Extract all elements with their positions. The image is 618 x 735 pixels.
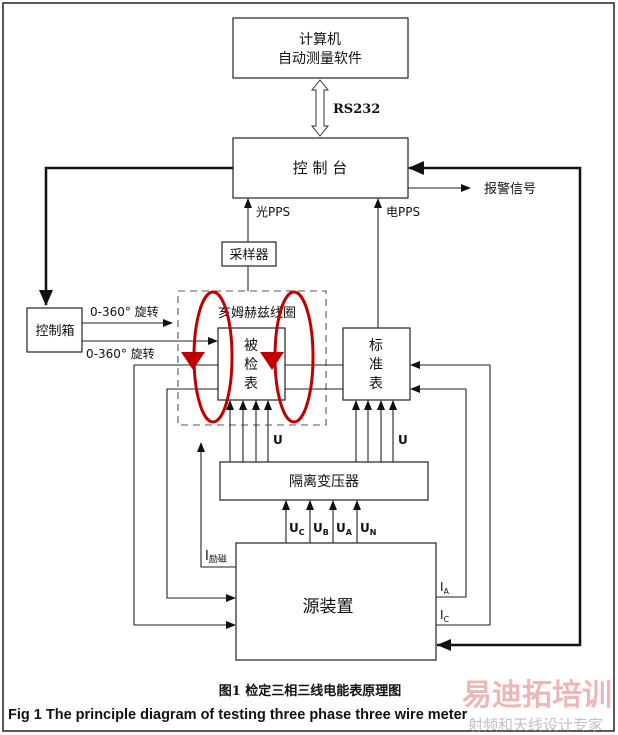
- meter-under-test-char-1: 被: [244, 338, 258, 354]
- console-to-control-box-arrow: [39, 166, 233, 306]
- ic-line: [410, 361, 491, 626]
- sampler-label: 采样器: [229, 248, 268, 263]
- computer-box: [232, 17, 409, 79]
- rs232-double-arrow: [310, 79, 330, 137]
- sampler-box: [221, 241, 277, 267]
- watermark-logo: 易迪拓培训: [462, 678, 612, 713]
- isolation-transformer-box: [219, 461, 429, 501]
- ia-label: IA: [440, 580, 450, 596]
- uc-label: UC: [289, 521, 305, 537]
- alarm-label: 报警信号: [484, 181, 536, 197]
- u-label-left: U: [273, 433, 283, 447]
- standard-meter-box: [342, 327, 411, 401]
- isolation-transformer-label: 隔离变压器: [289, 473, 359, 490]
- source-to-console-arrow: [408, 161, 582, 647]
- source-device-label: 源装置: [303, 597, 354, 617]
- console-label: 控 制 台: [293, 159, 348, 177]
- ia-line: [410, 385, 467, 598]
- excitation-current-arrow: [197, 442, 236, 568]
- current-line-1: [133, 364, 236, 629]
- ua-label: UA: [336, 521, 353, 537]
- electric-pps-label: 电PPS: [386, 205, 420, 219]
- computer-label-2: 自动测量软件: [278, 51, 362, 67]
- coil-right-direction-icon: [260, 352, 284, 370]
- current-line-2: [166, 388, 236, 602]
- helmholtz-region: [177, 290, 327, 426]
- helmholtz-label: 亥姆赫兹线圈: [218, 306, 296, 321]
- control-box-label: 控制箱: [35, 323, 74, 339]
- rs232-label: RS232: [333, 102, 380, 117]
- meter-under-test-char-3: 表: [244, 376, 258, 392]
- rotate-label-2: 0-360° 旋转: [86, 346, 155, 361]
- standard-meter-char-3: 表: [369, 376, 383, 392]
- excitation-current-label: I励磁: [205, 549, 227, 565]
- computer-label-1: 计算机: [299, 32, 341, 48]
- source-feedback-arrowhead: [437, 639, 451, 651]
- coil-left-direction-icon: [181, 352, 205, 370]
- standard-meter-char-2: 准: [369, 357, 383, 373]
- source-device-box: [235, 542, 437, 661]
- un-label: UN: [360, 521, 376, 537]
- watermark-subtitle: 射频和天线设计专家: [468, 716, 603, 734]
- control-box: [26, 307, 83, 353]
- voltage-arrows-meter-under-test: [226, 400, 272, 462]
- meter-under-test-char-2: 检: [244, 357, 258, 373]
- standard-meter-char-1: 标: [369, 338, 383, 354]
- ic-label: IC: [440, 608, 450, 624]
- optical-pps-label: 光PPS: [256, 205, 290, 219]
- caption-english: Fig 1 The principle diagram of testing t…: [8, 707, 468, 723]
- u-label-right: U: [398, 433, 408, 447]
- ub-label: UB: [313, 521, 329, 537]
- voltage-arrows-standard-meter: [352, 400, 397, 462]
- caption-chinese: 图1 检定三相三线电能表原理图: [219, 683, 402, 699]
- rotate-label-1: 0-360° 旋转: [90, 304, 159, 319]
- console-box: [232, 137, 409, 199]
